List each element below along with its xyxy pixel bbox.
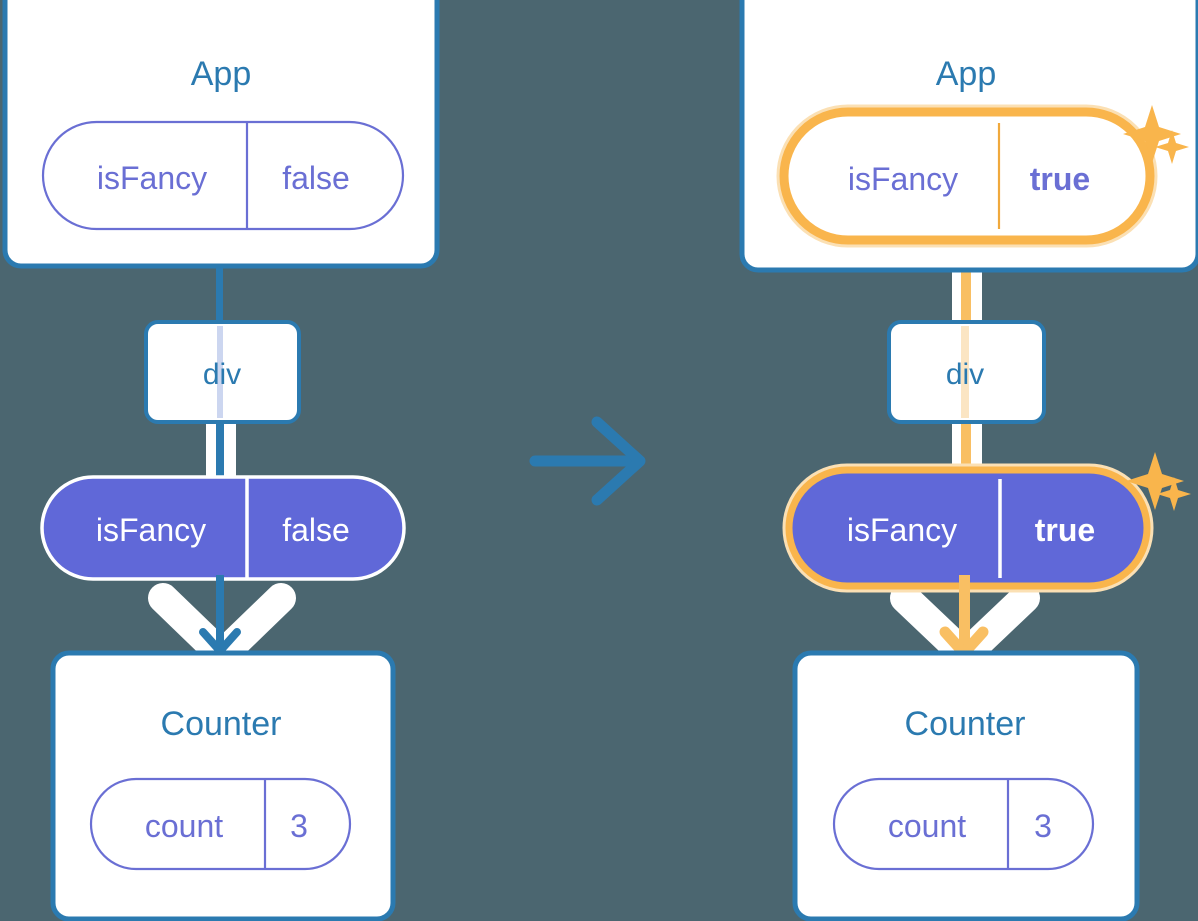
right-counter-state-pill-body [832,777,1095,871]
right-app-card-title: App [936,55,997,93]
left-panel: App isFancy false div isFancy false [2,0,440,921]
left-app-card-title: App [191,55,252,93]
right-prop-sparkle-icon-large [1126,452,1184,510]
left-counter-state-pill-key: count [145,808,223,844]
right-counter-state-pill: count 3 [832,777,1095,871]
right-counter-card-title: Counter [905,705,1026,743]
right-app-state-pill-ring [779,107,1155,245]
left-app-state-pill: isFancy false [41,120,405,231]
left-app-state-pill-body [41,120,405,231]
right-counter-state-pill-key: count [888,808,966,844]
left-counter-state-pill-value: 3 [290,808,308,844]
left-connector-div-pill [216,418,224,490]
right-prop-pill-key: isFancy [847,512,957,548]
transition-arrow-right-icon [529,416,646,506]
right-prop-pill: isFancy true [782,463,1154,593]
left-counter-state-pill-body [89,777,352,871]
right-panel: App isFancy true div isFancy [739,0,1198,921]
left-app-state-pill-key: isFancy [97,160,207,196]
right-app-state-pill-value: true [1030,161,1090,197]
left-connector-app-div [216,262,223,328]
left-div-node-label: div [203,358,241,391]
left-prop-pill-value: false [282,512,350,548]
left-counter-card-title: Counter [161,705,282,743]
left-flow-arrow-blue [199,575,241,655]
left-prop-pill-key: isFancy [96,512,206,548]
right-app-state-pill: isFancy true [776,104,1158,248]
right-app-state-pill-key: isFancy [848,161,958,197]
left-div-node-inner-line [217,326,223,418]
left-prop-pill: isFancy false [40,475,406,581]
right-connector-div-pill [961,418,971,490]
left-counter-state-pill: count 3 [89,777,352,871]
right-counter-state-pill-value: 3 [1034,808,1052,844]
left-app-state-pill-value: false [282,160,350,196]
right-app-sparkle-icon-small [1155,130,1189,164]
right-prop-pill-value: true [1035,512,1095,548]
right-div-node-label: div [946,358,984,391]
right-div-node-inner-line [961,326,969,418]
right-app-sparkle-icon-large [1123,105,1181,163]
right-prop-sparkle-icon-small [1157,477,1191,511]
